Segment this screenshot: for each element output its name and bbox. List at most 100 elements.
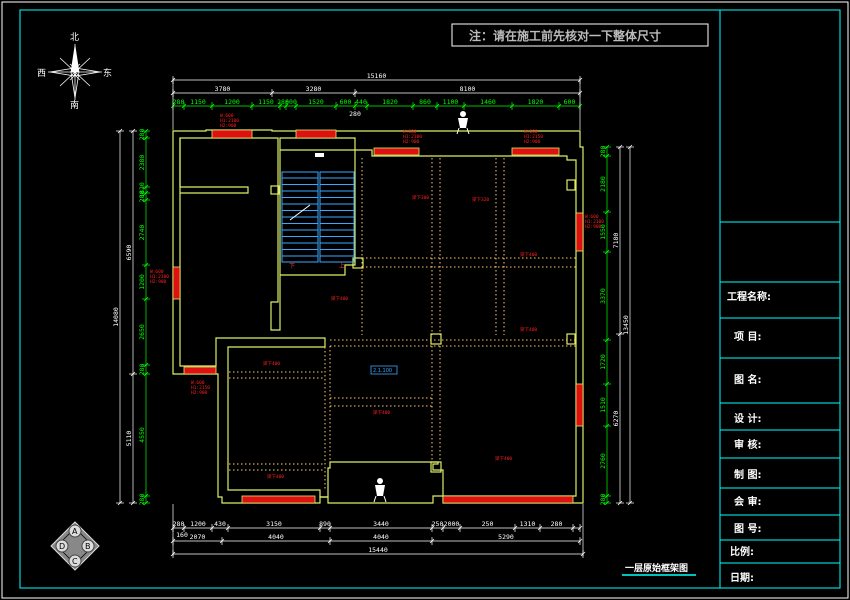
svg-text:H2:900: H2:900 <box>150 279 167 285</box>
svg-text:W:600: W:600 <box>220 113 234 119</box>
note-text: 注：请在施工前先核对一下整体尺寸 <box>469 28 661 43</box>
dim-left-detail-1: 2380 <box>138 155 146 171</box>
dim-right-detail-4: 1720 <box>599 354 607 370</box>
dim-top-detail-0: 280 <box>173 98 185 106</box>
dim-left-detail-4: 2740 <box>138 225 146 241</box>
stairs <box>281 171 355 263</box>
dim-left-outer-0: 14080 <box>112 307 120 327</box>
logo-icon: A D B C <box>50 521 100 571</box>
dim-right-detail-7: 280 <box>599 494 607 506</box>
dim-bottom-detail-6: 250 <box>432 520 444 528</box>
stair-down-label: 下 <box>289 263 295 270</box>
dim-right-detail-6: 2760 <box>599 453 607 469</box>
svg-text:H1:2100: H1:2100 <box>220 118 239 124</box>
dim-right-outer-0: 13450 <box>622 315 630 335</box>
tb-project-name: 工程名称: <box>727 290 771 303</box>
dim-bottom-mid-1: 4040 <box>268 533 284 541</box>
dim-top-detail-12: 1460 <box>480 98 496 106</box>
dim-bottom-detail-4: 890 <box>319 520 331 528</box>
exterior-wall-outer <box>172 129 584 504</box>
windows <box>172 129 584 504</box>
svg-text:H1:2100: H1:2100 <box>150 274 169 280</box>
dim-bottom-mid-2: 4040 <box>373 533 389 541</box>
svg-text:H2:900: H2:900 <box>403 139 420 145</box>
dim-top-below: 280 <box>349 110 361 118</box>
dim-left-detail-8: 4550 <box>138 427 146 443</box>
dim-bottom-detail-3: 3150 <box>266 520 282 528</box>
dim-right-detail-2: 1550 <box>599 224 607 240</box>
svg-text:梁下400: 梁下400 <box>263 360 280 367</box>
svg-text:W:600: W:600 <box>150 269 164 275</box>
svg-text:W:600: W:600 <box>191 380 205 386</box>
dim-top-detail-10: 860 <box>419 98 431 106</box>
dim-left-detail-6: 2650 <box>138 324 146 340</box>
svg-text:2.1.100: 2.1.100 <box>373 368 392 374</box>
dim-left-detail-7: 280 <box>138 364 146 376</box>
window-spec-1: W:600 H1:2100 H2:900 <box>220 113 239 129</box>
dim-bottom-detail-2: 430 <box>214 520 226 528</box>
dim-right-detail-1: 2180 <box>599 176 607 192</box>
dim-bottom-detail-5: 3440 <box>373 520 389 528</box>
dim-top-detail-7: 600 <box>340 98 352 106</box>
svg-text:梁下320: 梁下320 <box>472 196 489 203</box>
svg-text:W:600: W:600 <box>585 214 599 220</box>
window-spec-6: W:600 H1:2150 H2:900 <box>191 380 210 396</box>
compass-west: 西 <box>37 68 46 79</box>
switch-box <box>315 153 324 157</box>
tb-countersign: 会 审: <box>734 495 761 508</box>
inner-frame <box>19 9 721 589</box>
svg-text:梁下300: 梁下300 <box>412 194 429 201</box>
floor-plan <box>172 129 584 504</box>
dim-right-detail-0: 280 <box>599 146 607 158</box>
dim-top-detail-13: 1820 <box>528 98 544 106</box>
tb-drawing-no: 图 号: <box>734 523 761 535</box>
dim-right-detail-5: 1510 <box>599 397 607 413</box>
person-icon <box>456 111 470 135</box>
dim-left-mid-1: 5110 <box>125 431 133 447</box>
svg-text:W:600: W:600 <box>403 129 417 135</box>
dim-left-detail-0: 280 <box>138 129 146 141</box>
svg-text:梁下400: 梁下400 <box>520 251 537 258</box>
dim-top-detail-5: 600 <box>285 98 297 106</box>
svg-text:梁下400: 梁下400 <box>267 473 284 480</box>
dim-top-detail-2: 1200 <box>224 98 240 106</box>
tb-drawing-name: 图 名: <box>734 373 761 386</box>
svg-text:H2:900: H2:900 <box>191 390 208 396</box>
svg-text:H2:900: H2:900 <box>220 123 237 129</box>
compass-south: 南 <box>70 99 79 111</box>
person-icon-bottom <box>373 478 387 503</box>
svg-text:B: B <box>85 542 91 551</box>
beam-label-layer: 梁下300 梁下320 梁下400 梁下400 梁下400 梁下400 梁下40… <box>263 194 537 480</box>
center-tag: 2.1.100 <box>370 365 398 375</box>
svg-text:H2:900: H2:900 <box>524 139 541 145</box>
dim-bottom-detail-8: 250 <box>482 520 494 528</box>
window-spec-5: W:600 H1:2100 H2:900 <box>150 269 169 285</box>
tb-draw: 制 图: <box>734 468 761 481</box>
svg-text:A: A <box>72 527 78 536</box>
tb-date: 日期: <box>730 571 754 584</box>
svg-text:H1:2100: H1:2100 <box>585 219 604 225</box>
dim-top-detail-6: 1520 <box>308 98 324 106</box>
dim-top-mid-0: 3780 <box>215 85 231 93</box>
exterior-wall-inner <box>179 137 577 498</box>
dim-left-detail-5: 1200 <box>138 274 146 290</box>
svg-text:W:600: W:600 <box>524 129 538 135</box>
dim-left-mid-0: 6590 <box>125 245 133 261</box>
dim-top-detail-1: 1150 <box>190 98 206 106</box>
dim-top-mid-1: 3280 <box>306 85 322 93</box>
dim-top-detail-9: 1820 <box>382 98 398 106</box>
svg-text:H1:2100: H1:2100 <box>403 134 422 140</box>
svg-text:H1:2150: H1:2150 <box>191 385 210 391</box>
beam-lines <box>229 158 576 490</box>
dim-top-detail-4: 280 <box>277 98 289 106</box>
dim-bottom-mid-0: 2070 <box>190 533 206 541</box>
dim-right-mid-0: 7180 <box>612 233 620 249</box>
drawing-title: 一层原始框架图 <box>622 562 696 576</box>
compass-east: 东 <box>103 67 112 79</box>
window-spec-2: W:600 H1:2100 H2:900 <box>403 129 422 145</box>
dim-right-mid-1: 6270 <box>612 411 620 427</box>
dim-top-mid-2: 8100 <box>460 85 476 93</box>
tb-item: 项 目: <box>734 331 761 343</box>
